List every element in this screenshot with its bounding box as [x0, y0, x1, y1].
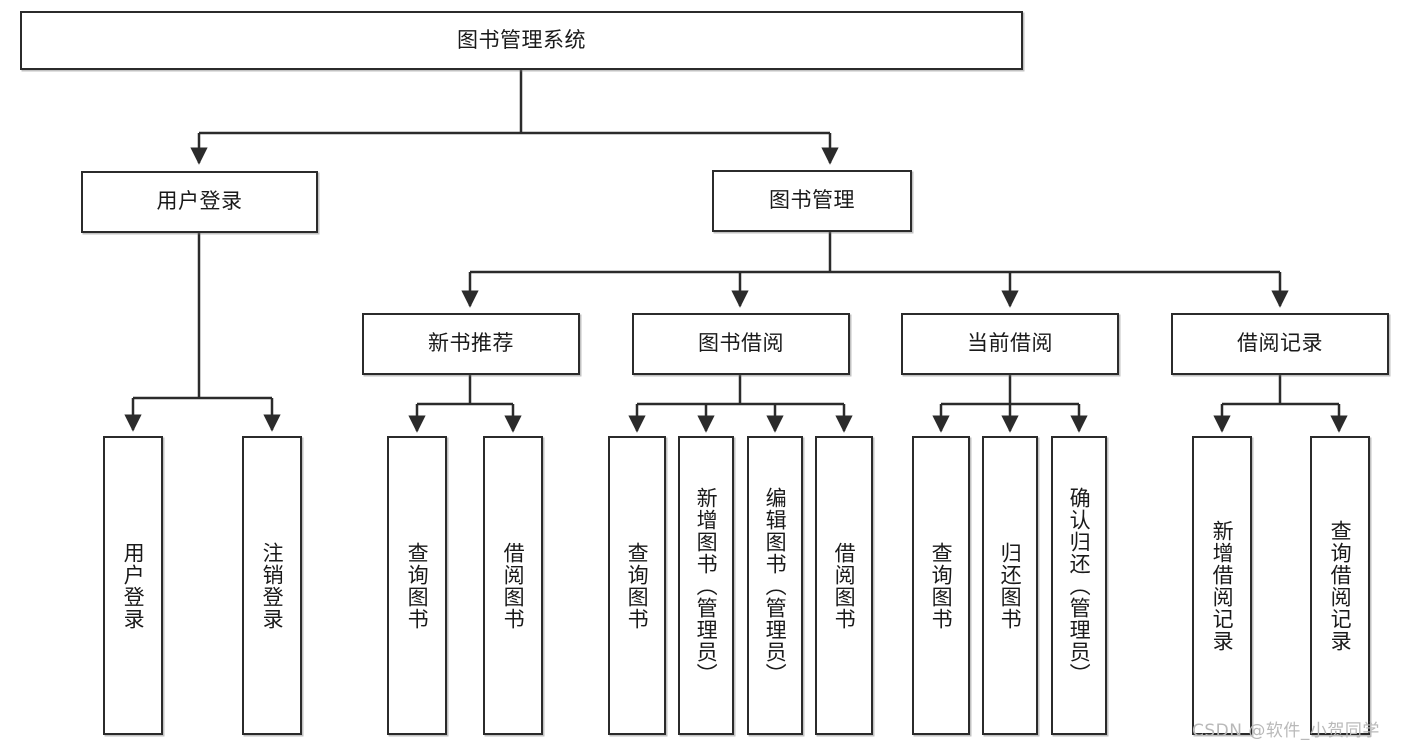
leaf-current-return-book[interactable]: 归还图书 — [982, 436, 1038, 735]
node-label: 注销登录 — [260, 541, 285, 630]
node-label: 图书管理系统 — [457, 27, 586, 52]
node-label: 借阅图书 — [501, 541, 526, 630]
leaf-current-query-book[interactable]: 查询图书 — [912, 436, 970, 735]
leaf-records-query[interactable]: 查询借阅记录 — [1310, 436, 1370, 735]
node-label: 借阅图书 — [832, 541, 857, 630]
node-label: 当前借阅 — [967, 331, 1053, 356]
node-label: 查询图书 — [405, 541, 430, 630]
node-label: 新书推荐 — [428, 331, 514, 356]
leaf-borrow-add-book-admin[interactable]: 新增图书（管理员） — [678, 436, 734, 735]
node-new-book-recommend[interactable]: 新书推荐 — [362, 313, 580, 375]
node-label: 图书管理 — [769, 188, 855, 213]
node-borrow-records[interactable]: 借阅记录 — [1171, 313, 1389, 375]
node-label: 用户登录 — [156, 189, 243, 214]
node-root-system[interactable]: 图书管理系统 — [20, 11, 1023, 70]
leaf-borrow-edit-book-admin[interactable]: 编辑图书（管理员） — [747, 436, 803, 735]
node-book-borrow[interactable]: 图书借阅 — [632, 313, 850, 375]
csdn-watermark: CSDN @软件_小贺同学 — [1192, 721, 1380, 741]
node-label: 新增借阅记录 — [1210, 519, 1235, 652]
leaf-new-book-query[interactable]: 查询图书 — [387, 436, 447, 735]
node-label: 编辑图书（管理员） — [763, 486, 788, 685]
node-current-borrow[interactable]: 当前借阅 — [901, 313, 1119, 375]
node-label: 查询图书 — [929, 541, 954, 630]
leaf-user-login[interactable]: 用户登录 — [103, 436, 163, 735]
node-label: 新增图书（管理员） — [694, 486, 719, 685]
node-label: 借阅记录 — [1237, 331, 1323, 356]
node-label: 确认归还（管理员） — [1067, 486, 1092, 685]
node-user-login[interactable]: 用户登录 — [81, 171, 318, 233]
node-label: 用户登录 — [121, 541, 146, 630]
node-book-management[interactable]: 图书管理 — [712, 170, 912, 232]
node-label: 查询图书 — [625, 541, 650, 630]
leaf-borrow-query-book[interactable]: 查询图书 — [608, 436, 666, 735]
leaf-user-logout[interactable]: 注销登录 — [242, 436, 302, 735]
node-label: 归还图书 — [998, 541, 1023, 630]
leaf-current-confirm-return-admin[interactable]: 确认归还（管理员） — [1051, 436, 1107, 735]
leaf-records-add[interactable]: 新增借阅记录 — [1192, 436, 1252, 735]
leaf-borrow-borrow-book[interactable]: 借阅图书 — [815, 436, 873, 735]
leaf-new-book-borrow[interactable]: 借阅图书 — [483, 436, 543, 735]
node-label: 图书借阅 — [698, 331, 784, 356]
node-label: 查询借阅记录 — [1328, 519, 1353, 652]
